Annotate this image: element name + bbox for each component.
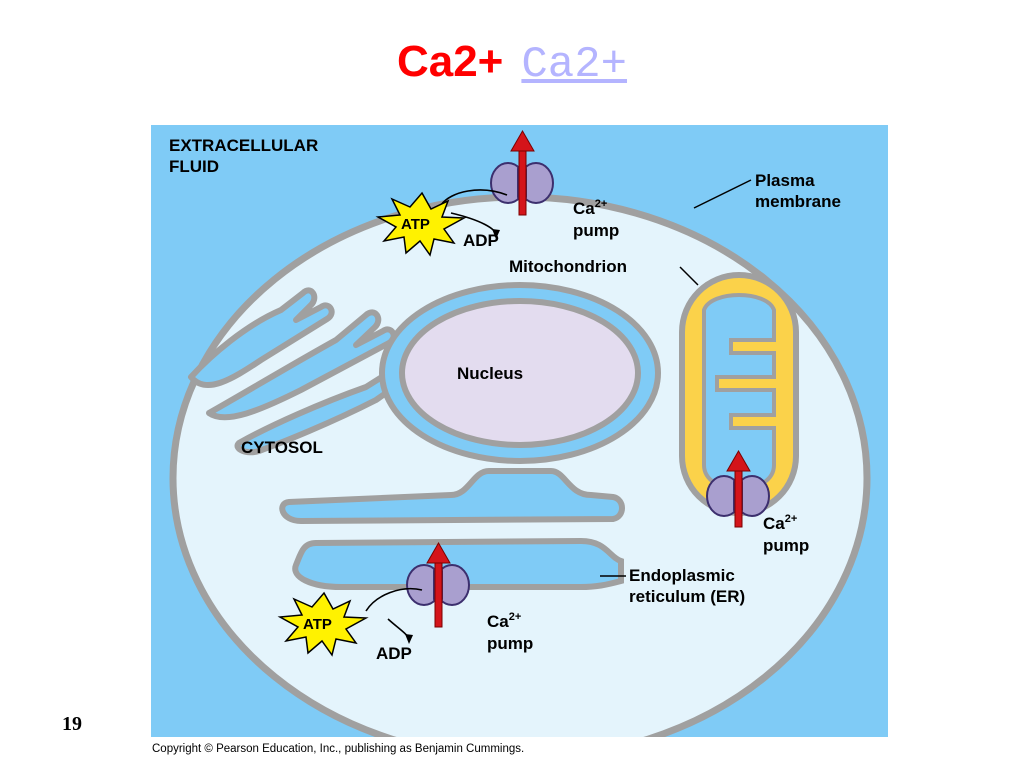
cytosol-label: CYTOSOL (241, 438, 323, 457)
nucleus-label: Nucleus (457, 364, 523, 383)
atp-star-top (375, 191, 467, 257)
pump-label-ca-top: Ca2+ (573, 198, 607, 218)
er-label-1: Endoplasmic (629, 566, 735, 585)
adp-label-bottom: ADP (376, 644, 412, 663)
plasma-membrane-label-1: Plasma (755, 171, 815, 190)
leader-lines (600, 179, 752, 577)
plasma-membrane-label-2: membrane (755, 192, 841, 211)
adp-label-top: ADP (463, 231, 499, 250)
atp-label-top: ATP (401, 216, 430, 233)
er-label-2: reticulum (ER) (629, 587, 745, 606)
arrowheads (405, 229, 500, 644)
slide-number: 19 (62, 713, 82, 735)
atp-label-bottom: ATP (303, 616, 332, 633)
title-link[interactable]: Ca2+ (521, 40, 628, 90)
mitochondrion-label: Mitochondrion (509, 257, 627, 276)
pump-label-ca-mito: Ca2+ (763, 513, 797, 533)
atp-star-bottom (277, 591, 369, 657)
mitochondrion (679, 272, 799, 516)
pump-label-word-mito: pump (763, 536, 809, 555)
pump-label-ca-er: Ca2+ (487, 611, 521, 631)
pump-label-word-top: pump (573, 221, 619, 240)
nucleus (399, 298, 641, 448)
slide-title: Ca2+ Ca2+ (0, 34, 1024, 93)
copyright-notice: Copyright © Pearson Education, Inc., pub… (152, 743, 525, 755)
title-text: Ca2+ (396, 37, 504, 86)
ca-transport-arrows (426, 129, 751, 628)
extracellular-label-1: EXTRACELLULAR (169, 136, 318, 155)
pump-label-word-er: pump (487, 634, 533, 653)
extracellular-label-2: FLUID (169, 157, 219, 176)
cell-diagram: EXTRACELLULAR FLUID Plasma membrane Mito… (151, 125, 888, 737)
